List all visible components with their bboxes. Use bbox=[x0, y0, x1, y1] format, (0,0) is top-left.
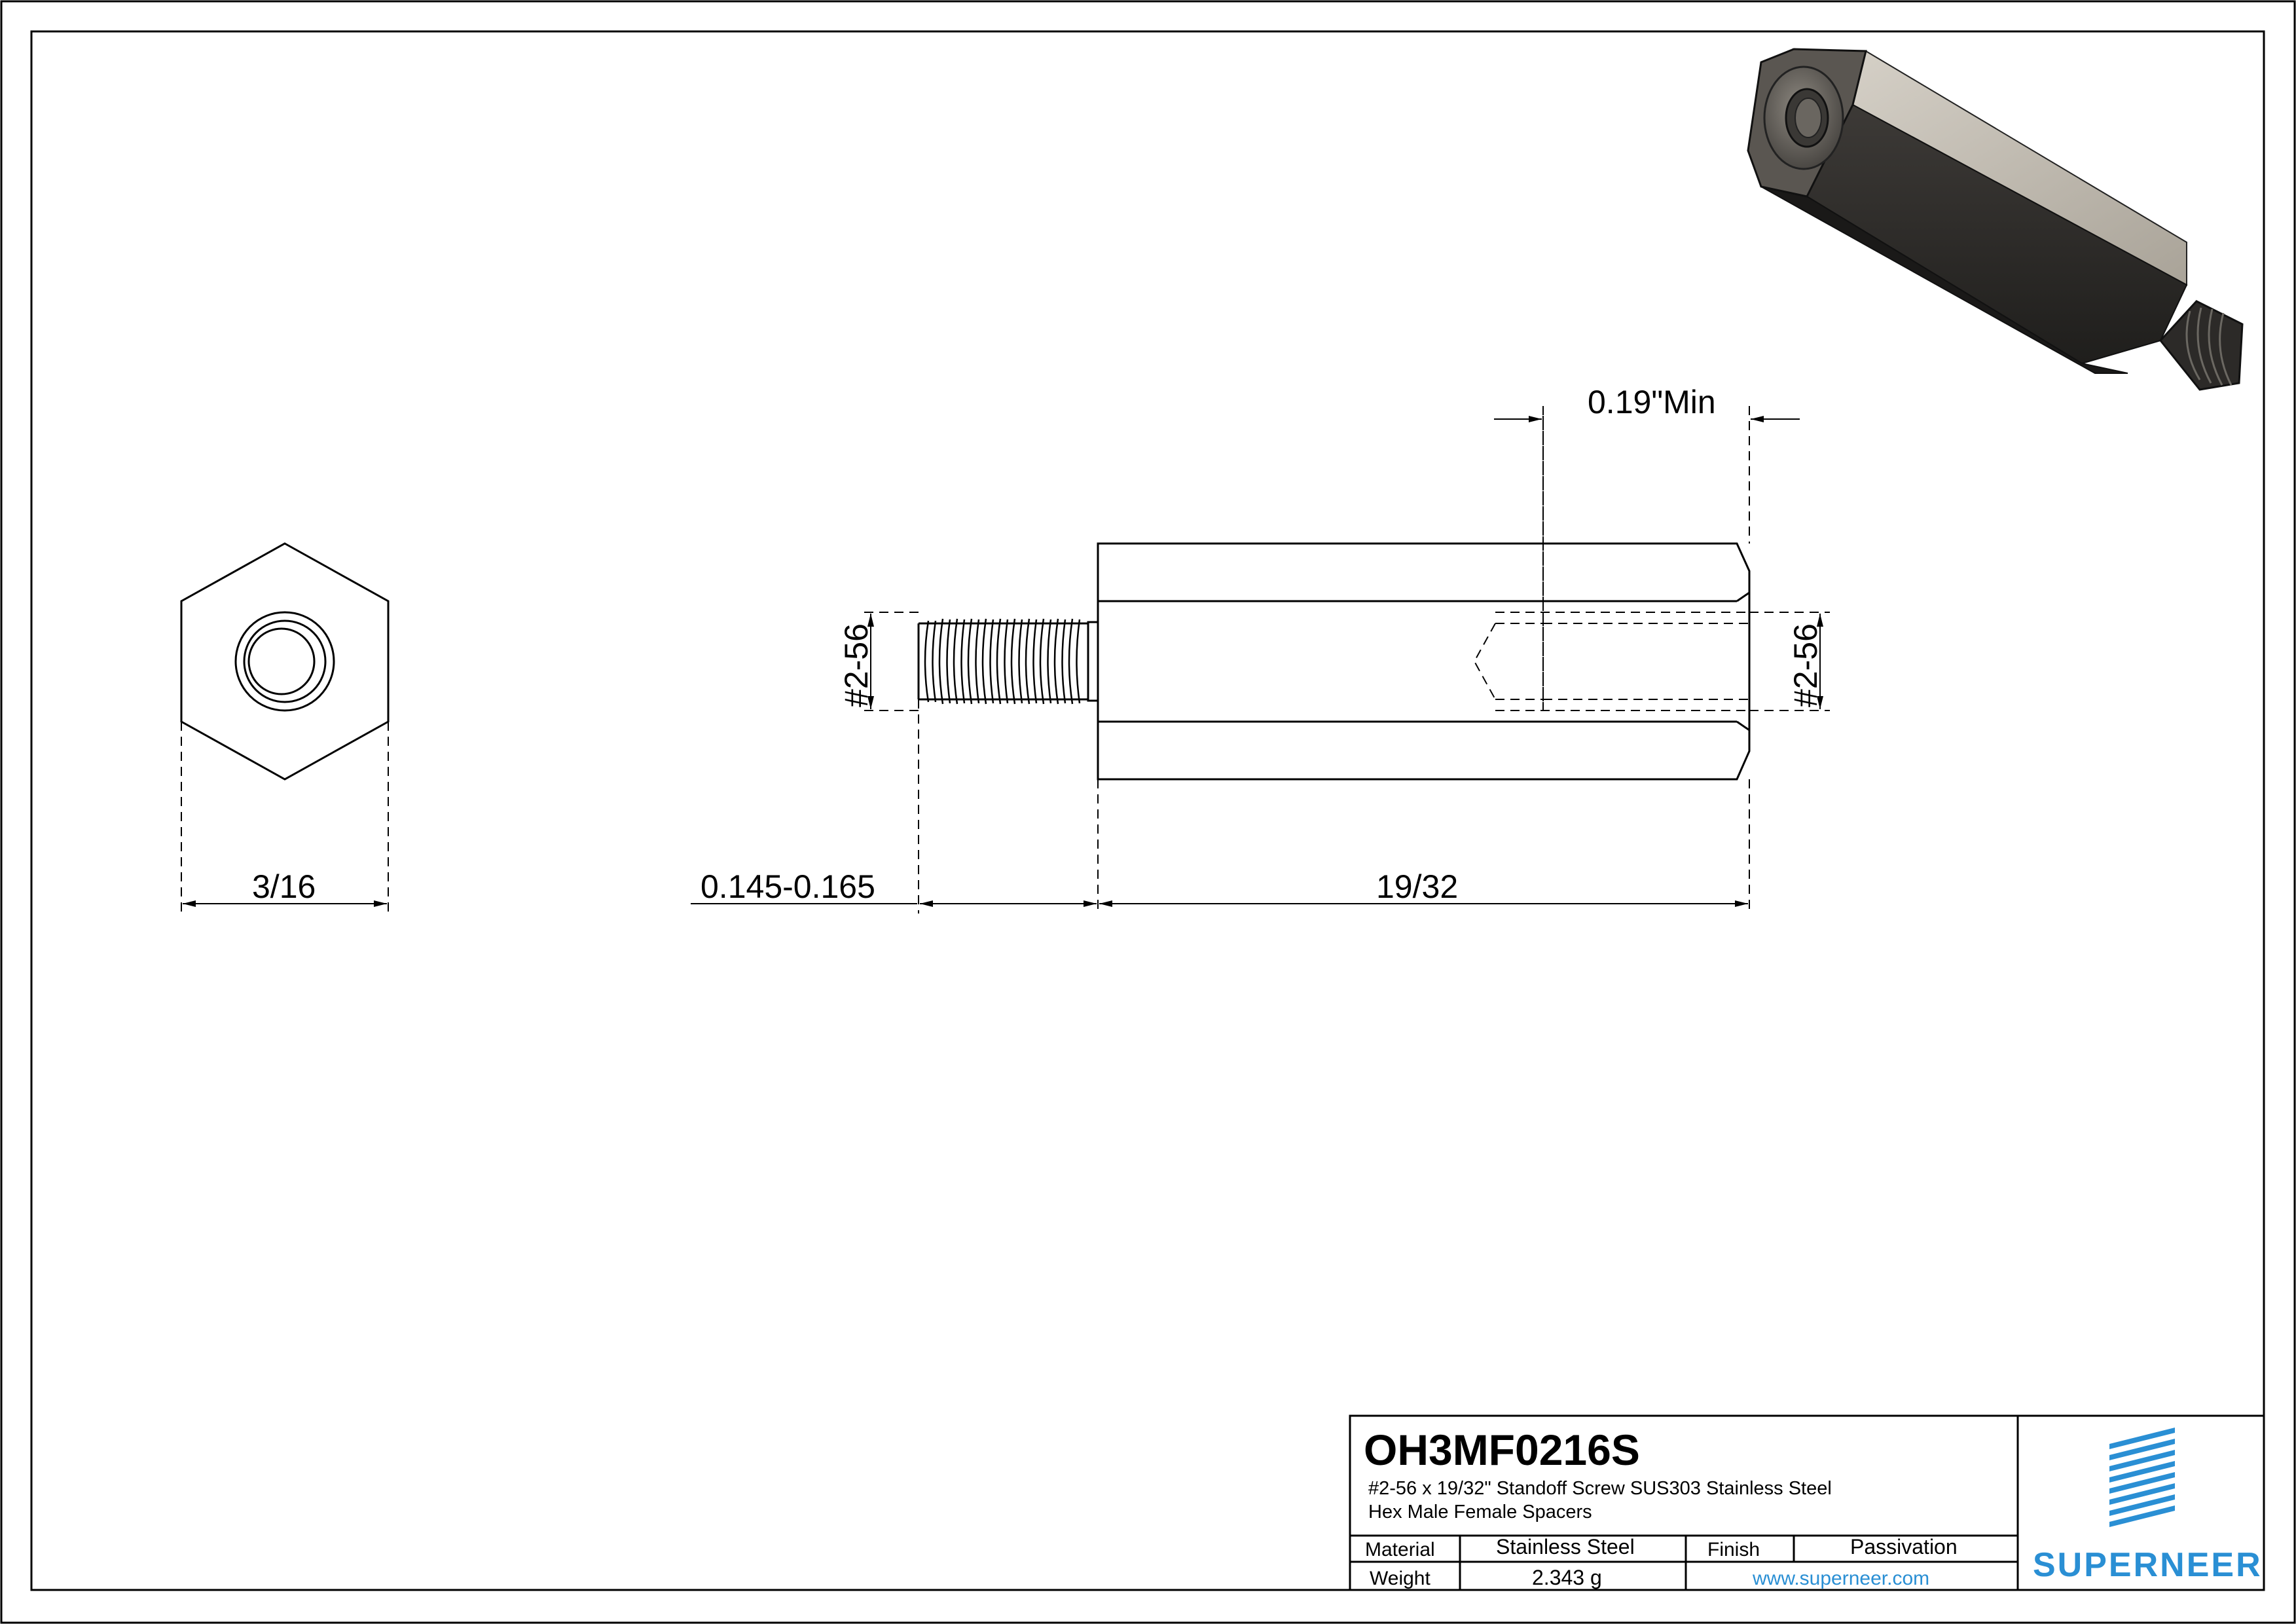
weight-label: Weight bbox=[1370, 1568, 1430, 1589]
description-line-2: Hex Male Female Spacers bbox=[1368, 1502, 1592, 1522]
thread-depth-label: 0.19"Min bbox=[1588, 384, 1716, 420]
hex-width-label: 3/16 bbox=[252, 868, 316, 905]
part-number: OH3MF0216S bbox=[1364, 1426, 1640, 1474]
thread-length-label: 0.145-0.165 bbox=[701, 868, 875, 905]
logo-wordmark: SUPERNEER bbox=[2033, 1546, 2263, 1584]
description-line-1: #2-56 x 19/32" Standoff Screw SUS303 Sta… bbox=[1368, 1478, 1832, 1499]
superneer-logo-icon bbox=[2109, 1428, 2175, 1527]
male-thread-dimension bbox=[864, 612, 919, 711]
inner-frame bbox=[30, 30, 2265, 1591]
iso-3d-render bbox=[1747, 48, 2244, 391]
hex-width-dimension bbox=[181, 722, 389, 913]
female-thread-hidden bbox=[1473, 416, 1749, 711]
hex-end-view bbox=[180, 542, 390, 781]
thread-depth-dimension bbox=[1494, 406, 1800, 710]
male-thread-crests bbox=[924, 618, 1081, 705]
standoff-side-view bbox=[917, 542, 1751, 781]
material-label: Material bbox=[1365, 1539, 1435, 1560]
male-thread-label: #2-56 bbox=[838, 623, 875, 707]
finish-label: Finish bbox=[1707, 1539, 1760, 1560]
weight-value: 2.343 g bbox=[1532, 1566, 1602, 1589]
website-link[interactable]: www.superneer.com bbox=[1752, 1568, 1929, 1589]
finish-value: Passivation bbox=[1850, 1535, 1958, 1559]
body-length-label: 19/32 bbox=[1376, 868, 1458, 905]
material-value: Stainless Steel bbox=[1496, 1535, 1635, 1559]
title-block bbox=[1349, 1414, 2265, 1591]
female-thread-label: #2-56 bbox=[1787, 623, 1824, 707]
female-thread-dimension bbox=[1749, 612, 1830, 711]
length-dimensions bbox=[691, 699, 1750, 913]
